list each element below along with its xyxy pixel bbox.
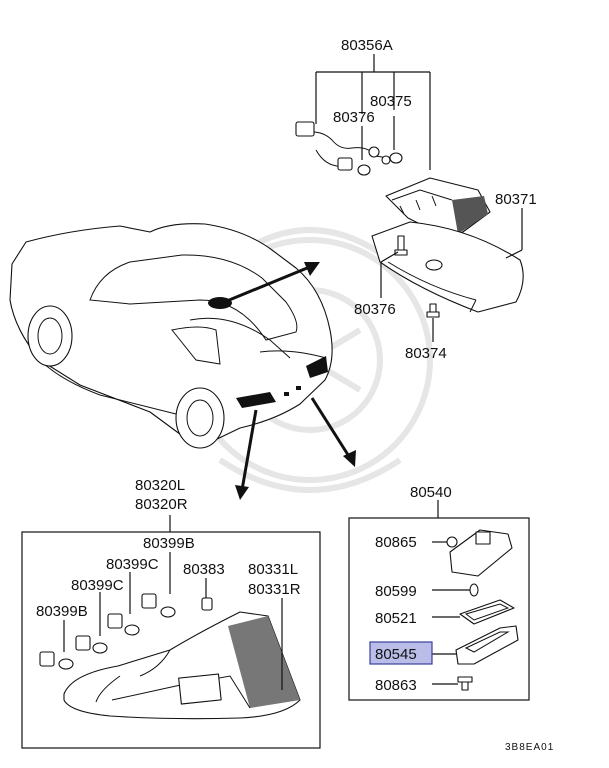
socket-bulb-80399c-top <box>107 613 140 636</box>
label-80399b-top[interactable]: 80399B <box>143 535 195 552</box>
highlight-80545 <box>369 641 433 665</box>
label-80376-top[interactable]: 80376 <box>333 109 375 126</box>
label-80865[interactable]: 80865 <box>375 534 417 551</box>
label-80383[interactable]: 80383 <box>183 561 225 578</box>
high-mount-stop-lamp-assembly <box>295 54 524 342</box>
label-80371[interactable]: 80371 <box>495 191 537 208</box>
socket-bulb-80399b-left <box>39 651 74 670</box>
label-80376-mid[interactable]: 80376 <box>354 301 396 318</box>
label-80356a[interactable]: 80356A <box>341 37 393 54</box>
rear-combination-lamp-box <box>21 515 321 749</box>
diagram-code: 3B8EA01 <box>505 742 554 753</box>
car-illustration <box>9 223 333 449</box>
label-80375[interactable]: 80375 <box>370 93 412 110</box>
label-80863[interactable]: 80863 <box>375 677 417 694</box>
label-80540[interactable]: 80540 <box>410 484 452 501</box>
label-80399c-top[interactable]: 80399C <box>106 556 159 573</box>
label-80521[interactable]: 80521 <box>375 610 417 627</box>
socket-bulb-80399c-mid <box>75 635 108 654</box>
label-80399c-mid[interactable]: 80399C <box>71 577 124 594</box>
label-80320l[interactable]: 80320L <box>135 477 185 494</box>
part-labels: 80356A 80375 80376 80371 80376 80374 803… <box>36 37 554 753</box>
label-80320r[interactable]: 80320R <box>135 496 188 513</box>
label-80331l[interactable]: 80331L <box>248 561 298 578</box>
license-lamp-box <box>348 500 530 701</box>
socket-bulb-80399b-top <box>141 593 176 618</box>
label-80399b-left[interactable]: 80399B <box>36 603 88 620</box>
label-80545[interactable]: 80545 <box>375 646 417 663</box>
label-80374[interactable]: 80374 <box>405 345 447 362</box>
callout-arrows <box>221 262 356 500</box>
label-80331r[interactable]: 80331R <box>248 581 301 598</box>
label-80599[interactable]: 80599 <box>375 583 417 600</box>
